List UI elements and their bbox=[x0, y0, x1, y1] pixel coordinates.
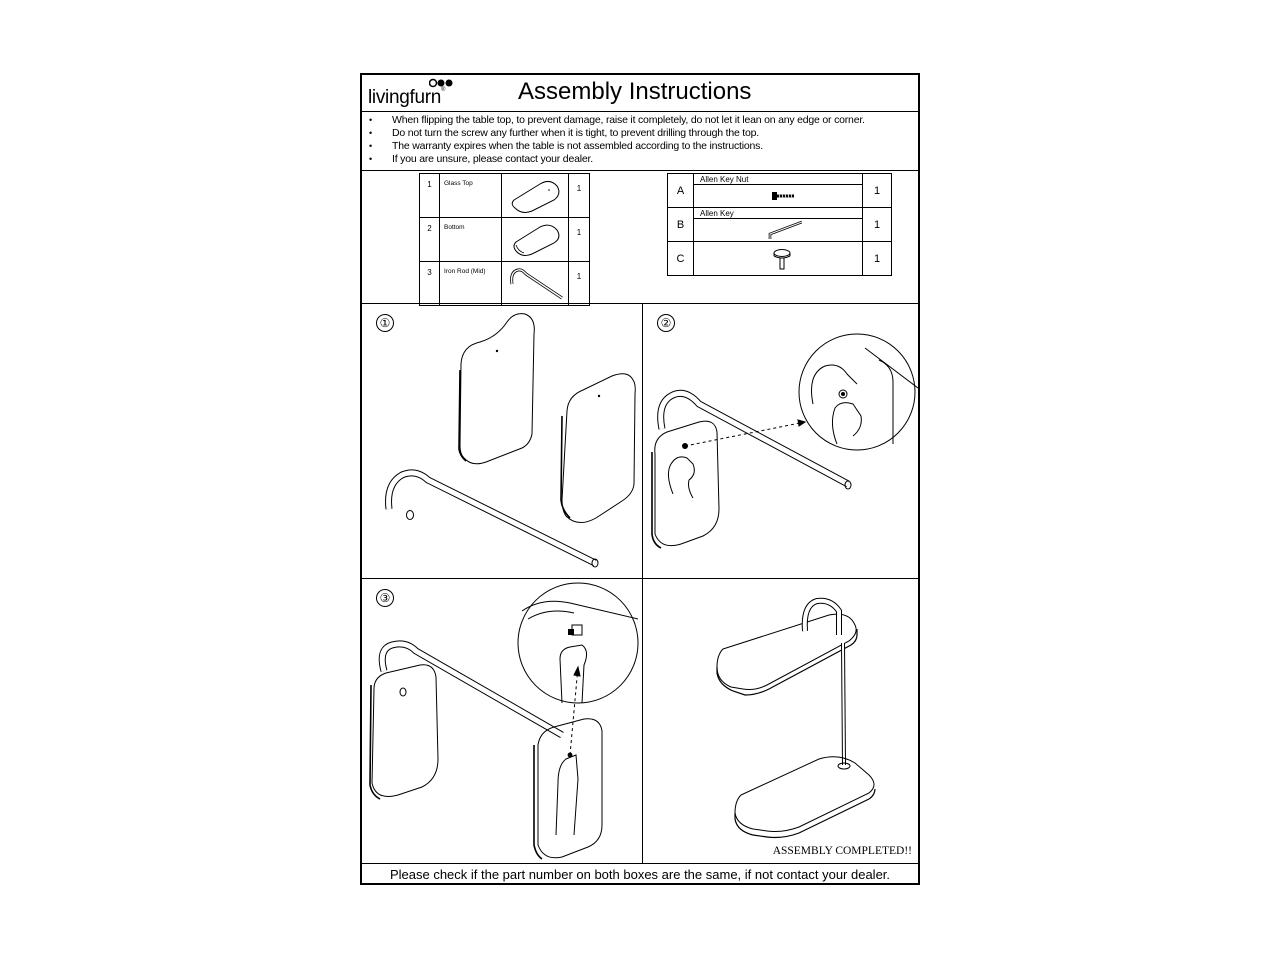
hardware-letter: C bbox=[667, 241, 694, 276]
step-3-illustration bbox=[362, 579, 643, 863]
hardware-qty: 1 bbox=[862, 173, 892, 208]
part-name: Bottom bbox=[439, 217, 502, 262]
brand-logo: livingfurn® bbox=[368, 87, 445, 109]
hardware-letter: A bbox=[667, 173, 694, 208]
step-number: ③ bbox=[376, 589, 394, 607]
step-number: ② bbox=[657, 314, 675, 332]
table-row: C 1 bbox=[667, 241, 892, 276]
step-2-panel: ② bbox=[643, 304, 918, 579]
allen-key-icon bbox=[762, 220, 802, 240]
part-qty: 1 bbox=[568, 217, 590, 262]
part-number: 3 bbox=[419, 261, 440, 306]
table-row: A Allen Key Nut 1 bbox=[667, 173, 892, 208]
header: livingfurn® Assembly Instructions bbox=[362, 75, 918, 112]
assembly-completed-label: ASSEMBLY COMPLETED!! bbox=[772, 845, 912, 857]
brand-name: livingfurn bbox=[368, 87, 442, 108]
step-number: ① bbox=[376, 314, 394, 332]
hardware-qty: 1 bbox=[862, 207, 892, 242]
parts-section: 1 Glass Top 1 2 Bottom bbox=[362, 169, 918, 306]
note-item: Do not turn the screw any further when i… bbox=[362, 127, 918, 140]
table-row: 3 Iron Rod (Mid) 1 bbox=[419, 261, 590, 306]
table-row: 1 Glass Top 1 bbox=[419, 173, 590, 218]
part-qty: 1 bbox=[568, 261, 590, 306]
step-3-panel: ③ bbox=[362, 579, 643, 863]
logo-dots-icon bbox=[429, 78, 453, 88]
allen-key-nut-icon bbox=[772, 192, 802, 200]
instruction-sheet: livingfurn® Assembly Instructions When f… bbox=[360, 73, 920, 885]
parts-table: 1 Glass Top 1 2 Bottom bbox=[419, 173, 590, 306]
glass-top-icon bbox=[502, 174, 568, 215]
hardware-name: Allen Key Nut bbox=[700, 175, 749, 184]
divider bbox=[694, 184, 862, 185]
page-title: Assembly Instructions bbox=[518, 78, 752, 105]
part-name: Glass Top bbox=[439, 173, 502, 218]
note-item: If you are unsure, please contact your d… bbox=[362, 153, 918, 166]
part-qty: 1 bbox=[568, 173, 590, 218]
step-2-illustration bbox=[643, 304, 918, 579]
part-number: 2 bbox=[419, 217, 440, 262]
hardware-name: Allen Key bbox=[700, 209, 734, 218]
table-row: 2 Bottom 1 bbox=[419, 217, 590, 262]
step-1-illustration bbox=[362, 304, 643, 579]
iron-rod-icon bbox=[502, 262, 568, 303]
divider bbox=[694, 218, 862, 219]
note-item: The warranty expires when the table is n… bbox=[362, 140, 918, 153]
hardware-table: A Allen Key Nut 1 B Allen Key bbox=[667, 173, 892, 276]
assembly-completed-panel: ASSEMBLY COMPLETED!! bbox=[643, 579, 918, 863]
registered-mark: ® bbox=[441, 87, 446, 93]
hardware-letter: B bbox=[667, 207, 694, 242]
hardware-qty: 1 bbox=[862, 241, 892, 276]
table-row: B Allen Key 1 bbox=[667, 207, 892, 242]
completed-table-illustration bbox=[643, 579, 918, 863]
part-number: 1 bbox=[419, 173, 440, 218]
footer-note: Please check if the part number on both … bbox=[362, 863, 918, 884]
part-name: Iron Rod (Mid) bbox=[439, 261, 502, 306]
warning-notes: When flipping the table top, to prevent … bbox=[362, 112, 918, 171]
bottom-plate-icon bbox=[502, 218, 568, 259]
step-1-panel: ① bbox=[362, 304, 643, 579]
note-item: When flipping the table top, to prevent … bbox=[362, 114, 918, 127]
thumb-screw-icon bbox=[762, 248, 802, 272]
